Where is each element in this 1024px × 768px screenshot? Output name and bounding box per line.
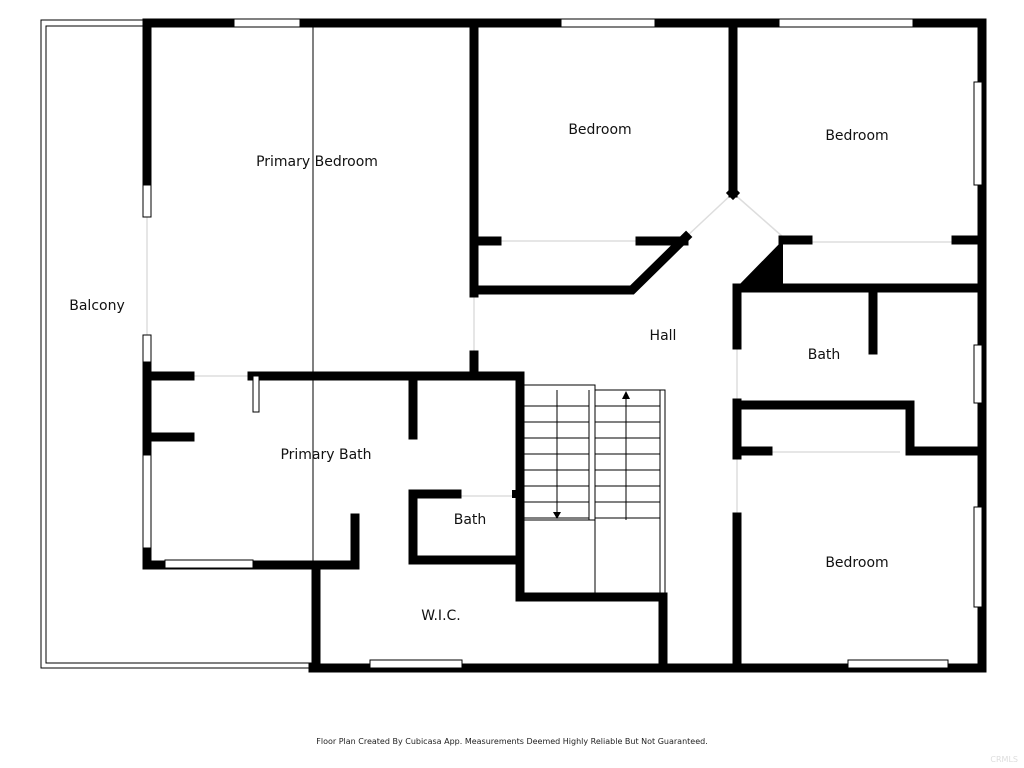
room-label-primary-bath: Primary Bath bbox=[280, 447, 371, 463]
room-label-hall: Hall bbox=[650, 328, 677, 344]
room-label-bath-right: Bath bbox=[808, 347, 841, 363]
watermark: CRMLS bbox=[990, 755, 1018, 764]
room-label-balcony: Balcony bbox=[69, 298, 125, 314]
walls bbox=[142, 18, 987, 673]
windows bbox=[142, 18, 983, 669]
balcony-outline bbox=[40, 19, 314, 669]
door-openings bbox=[146, 192, 956, 517]
room-label-bath-small: Bath bbox=[454, 512, 487, 528]
room-label-bedroom-2: Bedroom bbox=[825, 128, 888, 144]
room-label-bedroom-3: Bedroom bbox=[825, 555, 888, 571]
footer-disclaimer: Floor Plan Created By Cubicasa App. Meas… bbox=[316, 737, 708, 746]
room-label-bedroom-1: Bedroom bbox=[568, 122, 631, 138]
room-label-primary-bedroom: Primary Bedroom bbox=[256, 154, 378, 170]
room-label-wic: W.I.C. bbox=[421, 608, 461, 624]
staircase bbox=[521, 384, 666, 598]
